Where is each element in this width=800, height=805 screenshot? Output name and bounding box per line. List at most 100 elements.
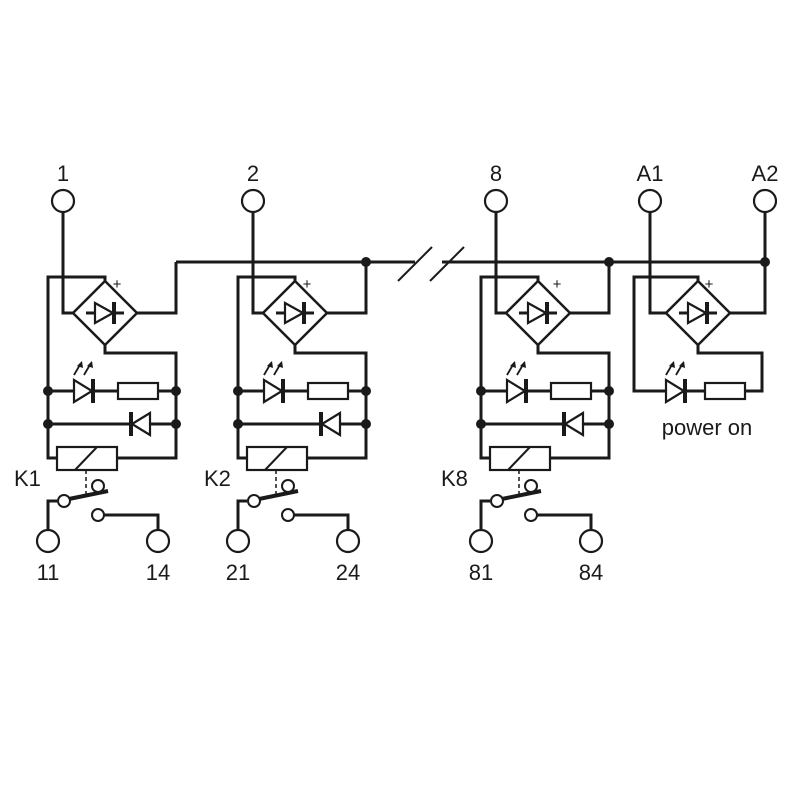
- junction-dot: [476, 386, 486, 396]
- contact-pivot: [57, 494, 71, 508]
- wire: [536, 345, 611, 460]
- relay-label-k2: K2: [204, 466, 231, 491]
- wire: [294, 513, 350, 530]
- wire: [137, 262, 178, 315]
- junction-dot: [760, 257, 770, 267]
- relay-coil-slash: [74, 446, 98, 471]
- led-icon: [262, 378, 285, 404]
- junction-dot: [171, 419, 181, 429]
- bridge-plus-mark-8: +: [553, 276, 562, 293]
- contact-lever: [253, 489, 299, 502]
- channel-block-2: [225, 188, 371, 554]
- bridge-plus-mark-supply: +: [705, 276, 714, 293]
- freewheel-diode-icon: [319, 411, 342, 437]
- bridge-diode-icon: [686, 301, 709, 325]
- supply-block: [632, 188, 778, 404]
- wire: [46, 499, 57, 530]
- wire: [46, 275, 107, 460]
- wire: [730, 212, 767, 315]
- contact-nc-point: [281, 479, 295, 493]
- wire: [104, 513, 160, 530]
- junction-dot: [171, 386, 181, 396]
- relay-coil-slash: [507, 446, 531, 471]
- junction-dot: [233, 419, 243, 429]
- junction-dot: [43, 419, 53, 429]
- bridge-diode-icon: [526, 301, 549, 325]
- contact-label-84: 84: [579, 560, 603, 585]
- wire: [293, 345, 368, 460]
- contact-label-14: 14: [146, 560, 170, 585]
- freewheel-diode-icon: [129, 411, 152, 437]
- junction-dot: [361, 386, 371, 396]
- wire: [479, 275, 540, 460]
- bus-break-mark: [397, 246, 433, 282]
- wire: [61, 212, 73, 315]
- junction-dot: [604, 386, 614, 396]
- contact-terminal-no: [578, 528, 604, 554]
- channel-block-1: [35, 188, 181, 554]
- wire: [251, 212, 263, 315]
- input-terminal-circle: [240, 188, 266, 214]
- wire: [494, 212, 506, 315]
- resistor-icon: [306, 381, 350, 401]
- relay-label-k1: K1: [14, 466, 41, 491]
- junction-dot: [361, 419, 371, 429]
- bridge-plus-mark-1: +: [113, 276, 122, 293]
- light-arrowhead: [520, 361, 526, 368]
- junction-dot: [43, 386, 53, 396]
- relay-coil-slash: [264, 446, 288, 471]
- wire: [696, 345, 764, 393]
- junction-dot: [233, 386, 243, 396]
- contact-label-24: 24: [336, 560, 360, 585]
- contact-lever: [63, 489, 109, 502]
- light-arrowhead: [77, 361, 83, 368]
- input-terminal-circle: [483, 188, 509, 214]
- contact-terminal-common: [468, 528, 494, 554]
- contact-pivot: [490, 494, 504, 508]
- junction-dot: [604, 257, 614, 267]
- a1-terminal-circle: [637, 188, 663, 214]
- wire: [479, 499, 490, 530]
- bus-break-mark: [429, 246, 465, 282]
- contact-nc-point: [91, 479, 105, 493]
- contact-no-point: [91, 508, 105, 522]
- bridge-diode-icon: [93, 301, 116, 325]
- wire: [236, 275, 297, 460]
- contact-terminal-common: [35, 528, 61, 554]
- wire: [103, 345, 178, 460]
- light-arrowhead: [510, 361, 516, 368]
- contact-nc-point: [524, 479, 538, 493]
- channel-block-8: [468, 188, 614, 554]
- terminal-label-input-8: 8: [490, 161, 502, 186]
- led-icon: [72, 378, 95, 404]
- wire: [236, 499, 247, 530]
- terminal-label-input-2: 2: [247, 161, 259, 186]
- bridge-plus-mark-2: +: [303, 276, 312, 293]
- power-on-label: power on: [662, 415, 753, 440]
- light-arrowhead: [277, 361, 283, 368]
- contact-label-11: 11: [37, 560, 60, 585]
- wire: [327, 262, 368, 315]
- light-arrowhead: [87, 361, 93, 368]
- contact-terminal-no: [145, 528, 171, 554]
- contact-lever: [496, 489, 542, 502]
- light-arrowhead: [679, 361, 685, 368]
- junction-dot: [361, 257, 371, 267]
- light-arrowhead: [669, 361, 675, 368]
- relay-label-k8: K8: [441, 466, 468, 491]
- contact-label-21: 21: [226, 560, 250, 585]
- input-terminal-circle: [50, 188, 76, 214]
- wire: [570, 262, 611, 315]
- terminal-label-input-1: 1: [57, 161, 69, 186]
- wire: [537, 513, 593, 530]
- light-arrowhead: [267, 361, 273, 368]
- resistor-icon: [116, 381, 160, 401]
- terminal-label-a2: A2: [752, 161, 779, 186]
- a2-terminal-circle: [752, 188, 778, 214]
- contact-no-point: [281, 508, 295, 522]
- contact-pivot: [247, 494, 261, 508]
- contact-terminal-no: [335, 528, 361, 554]
- freewheel-diode-icon: [562, 411, 585, 437]
